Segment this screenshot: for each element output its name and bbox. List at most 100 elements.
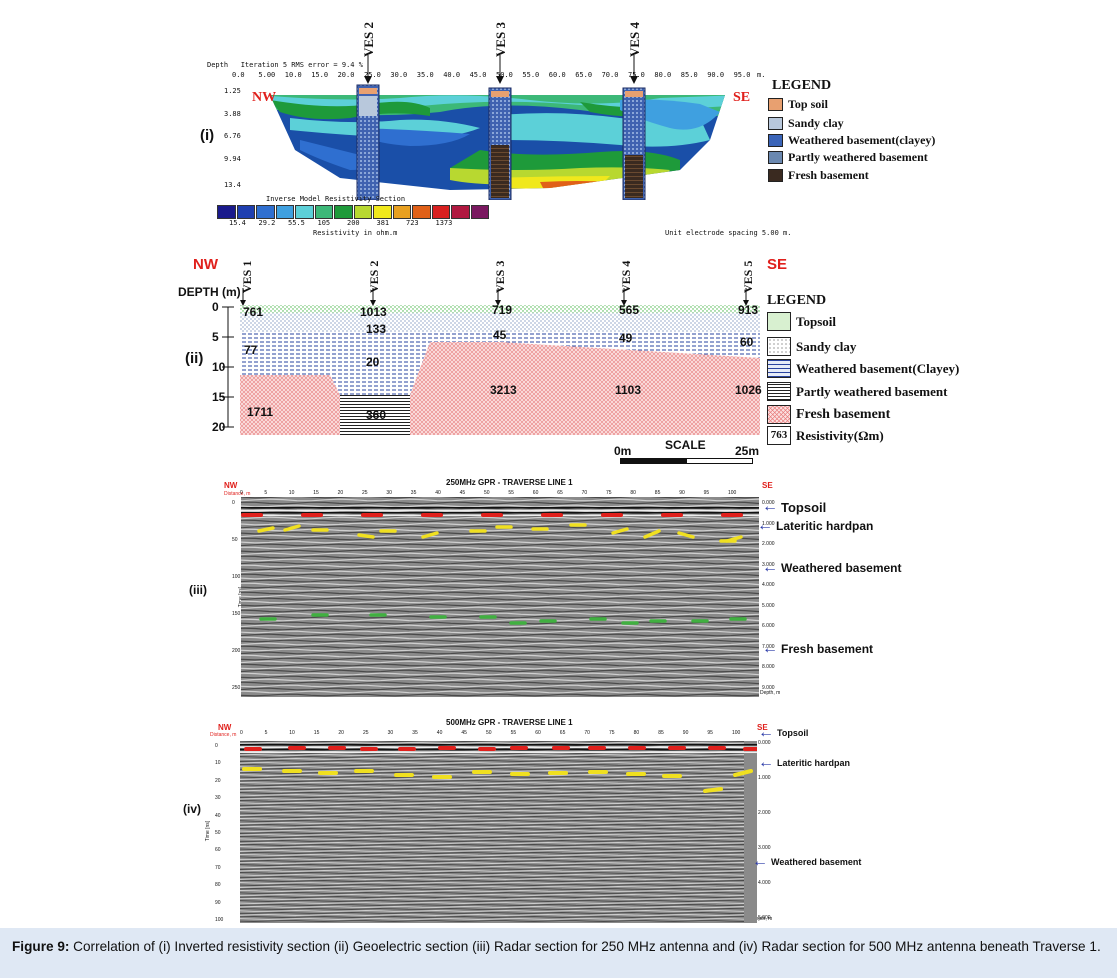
x-tick-label: 60 [532, 490, 539, 496]
time-tick-label: 50 [232, 537, 238, 543]
gpr250-title: 250MHz GPR - TRAVERSE LINE 1 [446, 478, 573, 487]
x-tick-label: 5 [264, 490, 268, 496]
depth-tick-label: 6.76 [224, 132, 241, 140]
panel-i-x-unit: m. [757, 71, 766, 79]
resistivity-value: 45 [493, 328, 507, 342]
legend-swatch [768, 134, 783, 147]
depth-tick-label: 5 [212, 330, 219, 344]
legend-item: Topsoil [767, 312, 836, 331]
colorbar-title: Inverse Model Resistivity Section [266, 195, 406, 203]
resistivity-value: 913 [738, 303, 759, 317]
resistivity-value: 1026 [735, 383, 762, 397]
time-tick-label: 0 [232, 500, 235, 506]
time-tick-label: 50 [215, 830, 221, 836]
time-tick-label: 20 [215, 777, 221, 784]
x-tick-label: 35.0 [416, 71, 434, 79]
depth-tick-label: 0.000 [762, 500, 775, 506]
colorbar-swatch [412, 205, 431, 219]
x-tick-label: 60.0 [548, 71, 566, 79]
resistivity-value: 60 [740, 335, 754, 349]
x-tick-label: 80 [633, 730, 640, 736]
x-tick-label: 65 [557, 490, 563, 496]
depth-tick-label: 10 [212, 360, 226, 374]
x-tick-label: 70 [584, 730, 590, 736]
x-tick-label: 35 [410, 490, 417, 496]
ves-3-label-i: VES 3 [493, 21, 508, 57]
x-tick-label: 25.0 [364, 71, 381, 79]
colorbar-value: 105 [317, 219, 331, 227]
colorbar-swatch [353, 205, 372, 219]
colorbar-value: 381 [376, 219, 390, 227]
depth-label-iii: Depth, m [760, 690, 781, 696]
depth-tick-label: 3.88 [224, 110, 241, 118]
x-tick-label: 95.0 [733, 71, 751, 79]
panel-ii-label: (ii) [185, 350, 204, 367]
annotation-label: Lateritic hardpan [777, 758, 851, 768]
arrow-left-icon: ← [757, 517, 773, 534]
annotation-label: Fresh basement [781, 642, 874, 656]
annotation-topsoil: ←Topsoil [758, 724, 808, 742]
x-tick-label: 70.0 [601, 71, 619, 79]
time-tick-label: 80 [215, 882, 221, 889]
resistivity-value: 360 [366, 408, 387, 422]
resistivity-value: 1711 [247, 405, 274, 419]
x-tick-label: 95 [707, 730, 713, 736]
legend-swatch [767, 382, 791, 401]
annotation-weathered-basement: ←Weathered basement [762, 559, 902, 577]
legend-item: Weathered basement(clayey) [768, 133, 935, 148]
depth-tick-label: 8.000 [762, 664, 775, 670]
legend-label: Partly weathered basement [788, 150, 928, 164]
x-tick-label: 10 [288, 490, 295, 496]
x-tick-label: 30.0 [390, 71, 408, 79]
legend-swatch [768, 117, 783, 130]
legend-label: Weathered basement(Clayey) [796, 360, 960, 376]
resistivity-value: 49 [619, 331, 633, 345]
colorbar-value: 200 [347, 219, 360, 227]
se-label-iv: SE [757, 723, 768, 732]
legend-item: Sandy clay [768, 116, 844, 131]
depth-tick-label: 2.000 [762, 541, 775, 547]
time-tick-label: 40 [215, 812, 221, 819]
colorbar-swatch [431, 205, 450, 219]
scale-bar-black [620, 458, 687, 464]
time-tick-label: 10 [215, 760, 221, 767]
depth-tick-label: 9.000 [762, 684, 775, 691]
iteration-header: Depth Iteration 5 RMS error = 9.4 % [207, 61, 363, 69]
depth-tick-label: 3.000 [762, 561, 775, 568]
legend-swatch [768, 98, 783, 111]
x-tick-label: 50 [484, 490, 490, 496]
time-tick-label: 150 [232, 611, 241, 617]
colorbar-swatch [256, 205, 275, 219]
legend-item: Weathered basement(Clayey) [767, 359, 959, 378]
resistivity-value: 20 [366, 355, 380, 369]
x-tick-label: 25 [363, 730, 369, 736]
depth-tick-label: 4.000 [758, 880, 771, 886]
x-tick-label: 100 [728, 490, 737, 496]
colorbar-swatch [392, 205, 411, 219]
depth-tick-label: 2.000 [758, 810, 771, 816]
depth-tick-label: 5.000 [758, 915, 771, 921]
x-tick-label: 55.0 [522, 71, 540, 79]
panel-i-label: (i) [200, 127, 215, 144]
legend-swatch [767, 312, 791, 331]
legend-swatch [767, 405, 791, 424]
x-tick-label: 10.0 [284, 71, 302, 79]
legend-item: Fresh basement [767, 405, 890, 424]
arrow-left-icon: ← [762, 559, 778, 576]
x-tick-label: 75 [606, 490, 612, 496]
x-tick-label: 70 [581, 490, 588, 496]
legend-item: Partly weathered basement [767, 382, 947, 401]
electrode-spacing-note: Unit electrode spacing 5.00 m. [665, 229, 792, 237]
x-tick-label: 45.0 [469, 71, 487, 79]
legend-label: Partly weathered basement [796, 383, 948, 399]
arrow-left-icon: ← [762, 498, 778, 515]
annotation-label: Weathered basement [781, 561, 902, 575]
annotation-lateritic-hardpan: ←Lateritic hardpan [758, 754, 850, 772]
nw-label-i: NW [252, 90, 277, 105]
x-tick-label: 30 [386, 490, 392, 496]
colorbar-value: 723 [406, 219, 419, 227]
scale-end: 25m [735, 444, 760, 458]
x-tick-label: 40.0 [443, 71, 461, 79]
resistivity-value: 1013 [360, 305, 387, 319]
annotation-label: Lateritic hardpan [776, 519, 874, 533]
